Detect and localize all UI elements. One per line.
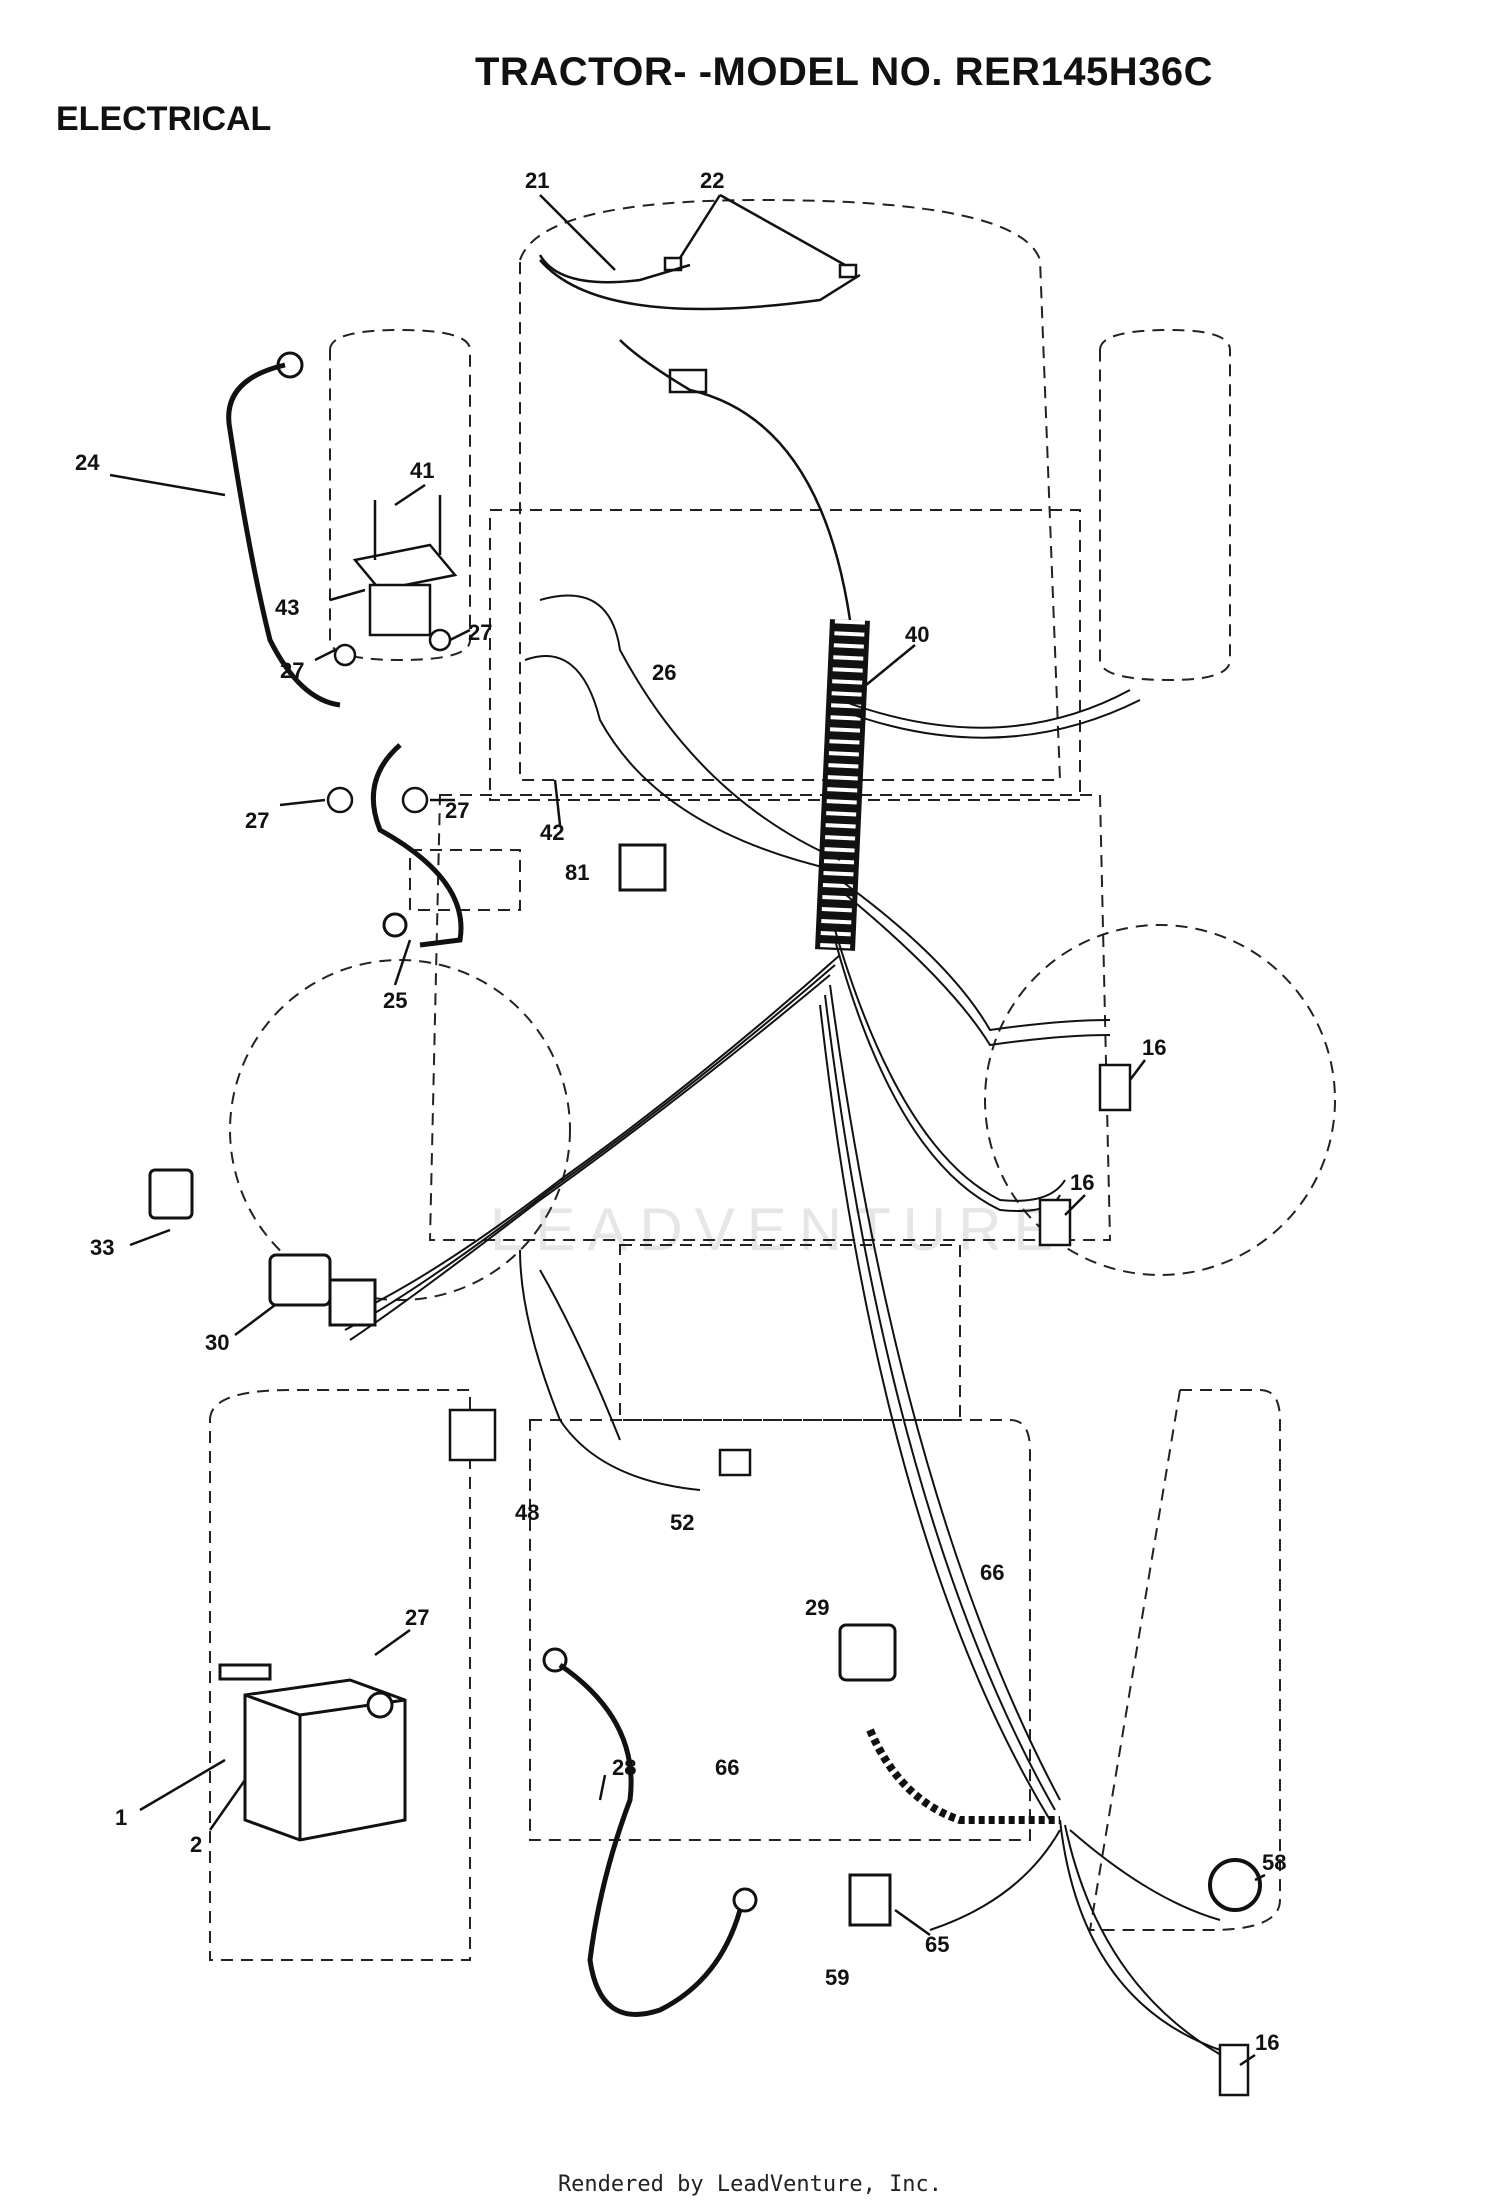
- callout-26: 26: [652, 660, 676, 685]
- callout-66b: 66: [715, 1755, 739, 1780]
- callout-42: 42: [540, 820, 564, 845]
- callout-81: 81: [565, 860, 589, 885]
- harness-wires: [339, 594, 1231, 2061]
- callout-21: 21: [525, 168, 549, 193]
- switch-29: [838, 1623, 897, 1682]
- callout-28: 28: [612, 1755, 636, 1780]
- callout-65: 65: [925, 1932, 949, 1957]
- callout-59: 59: [825, 1965, 849, 1990]
- section-title: ELECTRICAL: [56, 100, 272, 138]
- seat-switch-58: [1208, 1858, 1262, 1912]
- footer-credit: Rendered by LeadVenture, Inc.: [557, 2172, 943, 2197]
- relay-81: [618, 843, 667, 892]
- nuts-27: [326, 786, 429, 814]
- callout-labels: 21 22 24 41 43 27 27 27 27 40 26 42 81 2…: [75, 168, 1286, 2055]
- tractor-outline: [209, 198, 1336, 1961]
- callout-27a: 27: [468, 620, 492, 645]
- callout-27c: 27: [245, 808, 269, 833]
- callout-48: 48: [515, 1500, 539, 1525]
- callout-27b: 27: [280, 658, 304, 683]
- callout-22: 22: [700, 168, 724, 193]
- callout-41: 41: [410, 458, 434, 483]
- cable-28: [558, 1662, 743, 2017]
- callout-27d: 27: [445, 798, 469, 823]
- connector-52: [718, 1448, 752, 1477]
- watermark: LEADVENTURE: [490, 1196, 1065, 1263]
- leader-lines: [109, 193, 1266, 2067]
- callout-16b: 16: [1070, 1170, 1094, 1195]
- callout-58: 58: [1262, 1850, 1286, 1875]
- callout-16a: 16: [1142, 1035, 1166, 1060]
- callout-2: 2: [190, 1832, 202, 1857]
- model-title: TRACTOR- -MODEL NO. RER145H36C: [475, 50, 1214, 94]
- connector-block: [448, 1408, 497, 1462]
- headlight-harness: [538, 254, 861, 621]
- callout-24: 24: [75, 450, 100, 475]
- cable-24: [226, 362, 341, 708]
- ignition-key-33: [148, 1168, 194, 1220]
- callout-16c: 16: [1255, 2030, 1279, 2055]
- callout-29: 29: [805, 1595, 829, 1620]
- callout-25: 25: [383, 988, 407, 1013]
- callout-66a: 66: [980, 1560, 1004, 1585]
- connectors-16: [1038, 1063, 1250, 2097]
- callout-1: 1: [115, 1805, 127, 1830]
- harness-sleeve-40: [815, 619, 870, 951]
- battery-1: [218, 1663, 407, 1842]
- callout-40: 40: [905, 622, 929, 647]
- callout-43: 43: [275, 595, 299, 620]
- callout-30: 30: [205, 1330, 229, 1355]
- callout-33: 33: [90, 1235, 114, 1260]
- cable-25: [370, 743, 464, 948]
- switch-59: [848, 1873, 892, 1927]
- solenoid-43: [333, 495, 458, 667]
- ignition-switch-30: [268, 1253, 377, 1327]
- callout-52: 52: [670, 1510, 694, 1535]
- callout-27e: 27: [405, 1605, 429, 1630]
- coil-harness: [866, 1728, 1060, 1824]
